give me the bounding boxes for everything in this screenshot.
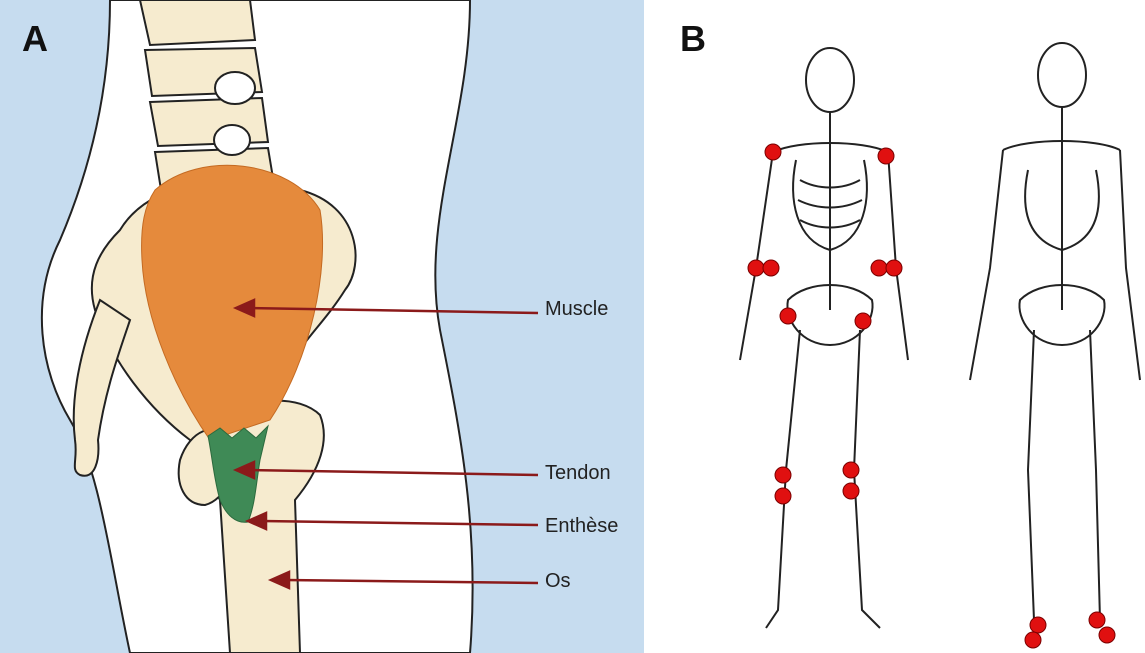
marker: [886, 260, 902, 276]
label-muscle: Muscle: [545, 298, 608, 321]
marker: [1030, 617, 1046, 633]
panel-b-skeleton-diagram: B: [648, 0, 1145, 653]
label-enthese: Enthèse: [545, 515, 618, 538]
panel-a-letter: A: [22, 18, 48, 60]
marker: [775, 467, 791, 483]
pelvis-illustration: [0, 0, 644, 653]
skeleton-illustrations: [648, 0, 1145, 653]
label-os: Os: [545, 570, 571, 593]
marker: [765, 144, 781, 160]
marker: [780, 308, 796, 324]
anterior-skeleton: [740, 48, 908, 628]
marker: [1099, 627, 1115, 643]
marker: [748, 260, 764, 276]
label-tendon: Tendon: [545, 462, 611, 485]
marker: [1089, 612, 1105, 628]
marker: [775, 488, 791, 504]
marker: [843, 462, 859, 478]
marker: [1025, 632, 1041, 648]
marker: [871, 260, 887, 276]
enthesis-markers: [748, 144, 1115, 648]
marker: [763, 260, 779, 276]
posterior-skeleton: [970, 43, 1140, 620]
marker: [855, 313, 871, 329]
marker: [843, 483, 859, 499]
panel-a-anatomy-diagram: A Muscle Tendon Enthèse Os: [0, 0, 644, 653]
marker: [878, 148, 894, 164]
